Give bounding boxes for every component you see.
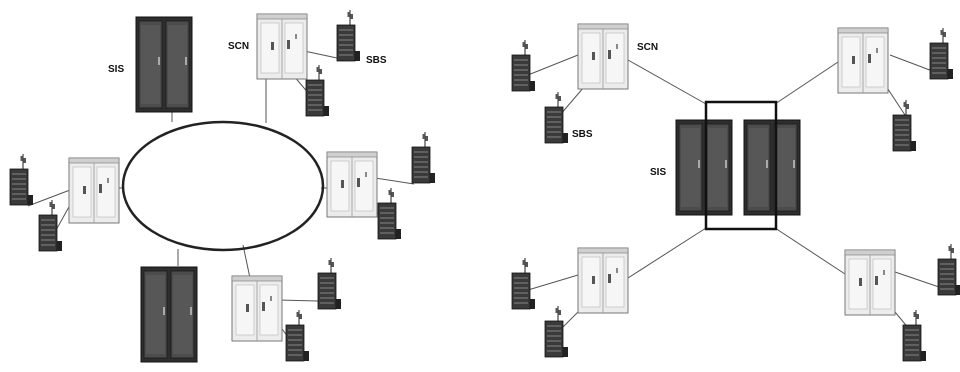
- sbs-base-station: [512, 40, 535, 91]
- sbs-base-station: [318, 258, 341, 309]
- backbone-ring: [123, 122, 323, 250]
- sbs-base-station: [545, 306, 568, 357]
- scn-switch-cabinet-top-left: [578, 24, 628, 89]
- sbs-base-station: [286, 310, 309, 361]
- sbs-base-station: [10, 154, 33, 205]
- scn-switch-cabinet-top: [257, 14, 307, 79]
- scn-label: SCN: [637, 42, 658, 53]
- sis-server-rack-left: [676, 120, 732, 215]
- scn-switch-cabinet-bottom-right: [845, 250, 895, 315]
- left-ring-topology: SIS SCN SBS: [10, 10, 435, 362]
- sis-server-rack-right: [744, 120, 800, 215]
- sbs-base-station: [938, 244, 960, 295]
- sbs-base-station: [545, 92, 568, 143]
- sbs-base-station: [903, 310, 926, 361]
- sbs-base-station: [930, 28, 953, 79]
- sbs-base-station: [893, 100, 916, 151]
- sis-server-rack-bottom: [141, 267, 197, 362]
- scn-label: SCN: [228, 41, 249, 52]
- sbs-base-station: [512, 258, 535, 309]
- sis-server-rack-top: [136, 17, 192, 112]
- scn-switch-cabinet-bottom: [232, 276, 282, 341]
- sbs-base-station: [378, 188, 401, 239]
- sbs-base-station: [306, 65, 329, 116]
- scn-switch-cabinet-bottom-left: [578, 248, 628, 313]
- sbs-base-station: [412, 132, 435, 183]
- sbs-base-station: [337, 10, 360, 61]
- right-star-topology: SCN SBS SIS: [512, 24, 960, 361]
- sbs-label: SBS: [572, 129, 593, 140]
- scn-switch-cabinet-left: [69, 158, 119, 223]
- sbs-label: SBS: [366, 55, 387, 66]
- sis-label: SIS: [108, 64, 124, 75]
- scn-switch-cabinet-right: [327, 152, 377, 217]
- scn-switch-cabinet-top-right: [838, 28, 888, 93]
- sis-label: SIS: [650, 167, 666, 178]
